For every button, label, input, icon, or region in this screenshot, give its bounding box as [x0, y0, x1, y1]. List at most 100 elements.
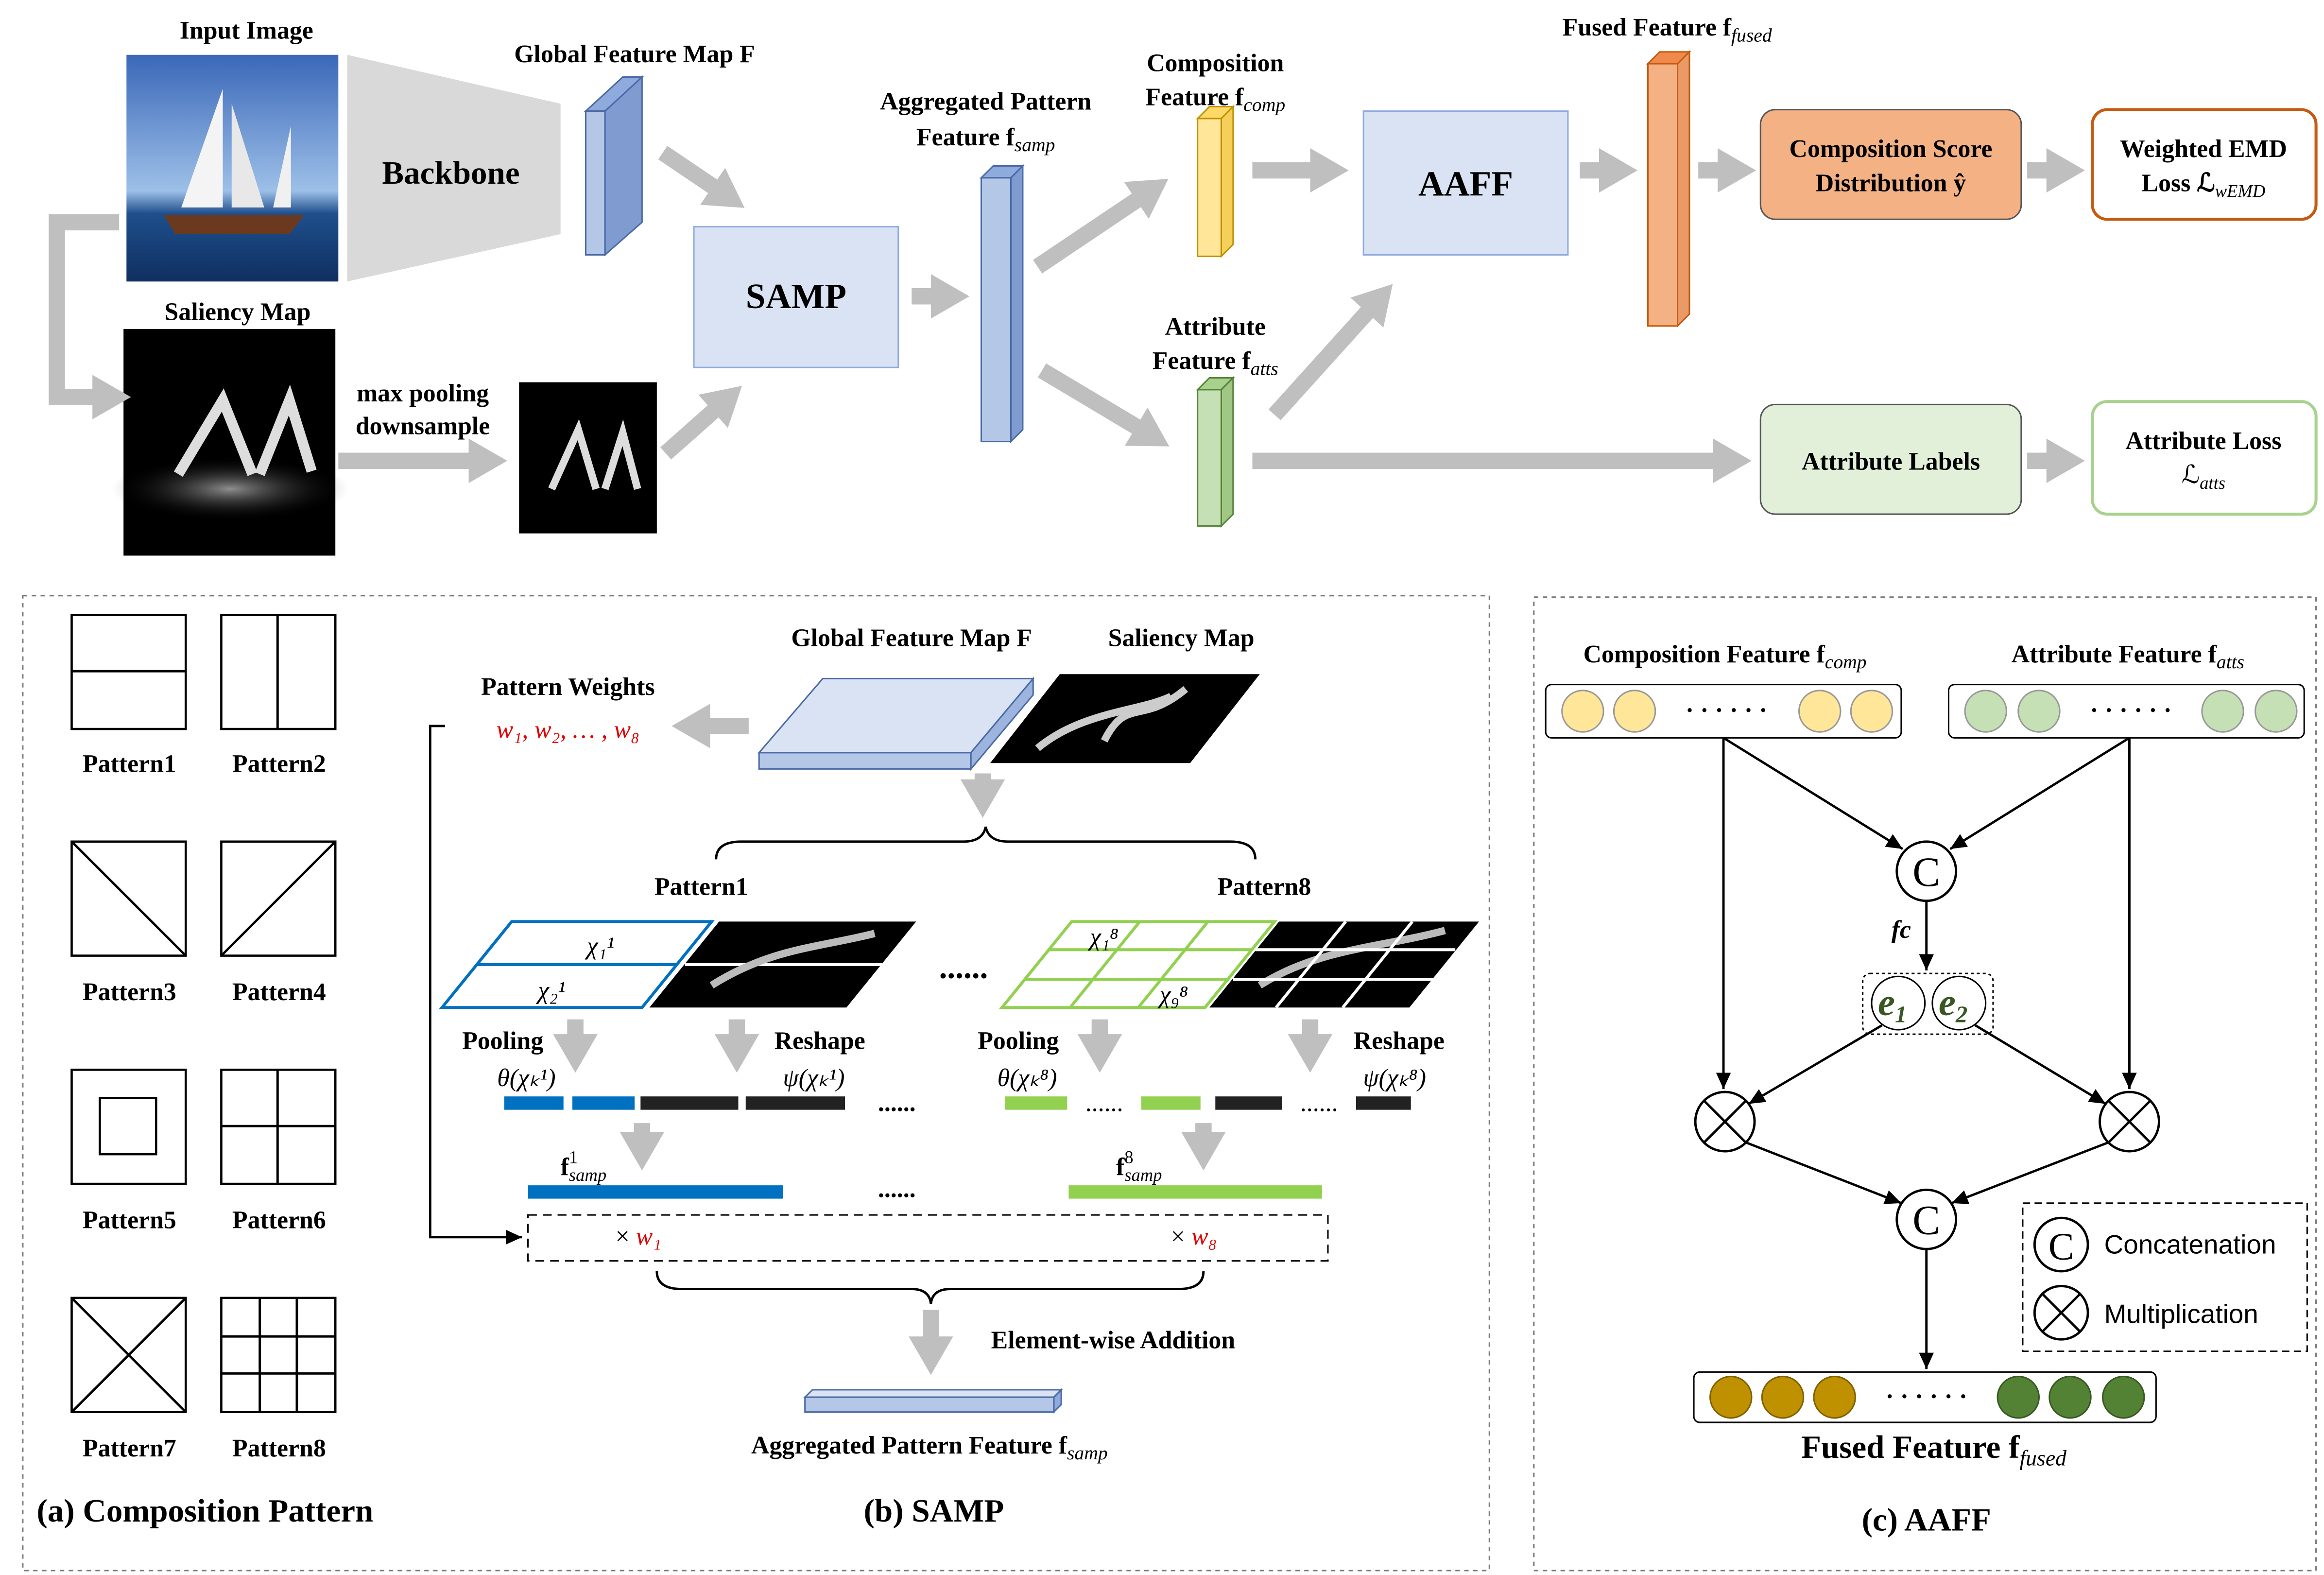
fc-label: fc: [1892, 916, 1911, 944]
reshape-label-8: Reshape: [1354, 1027, 1445, 1055]
weighted-emd-label-2: Loss ℒwEMD: [2142, 169, 2266, 201]
attribute-feature-vector: [1947, 684, 2305, 739]
edge: [1975, 1024, 2106, 1105]
pattern-label: Pattern4: [232, 978, 326, 1006]
attribute-feature-label-2: Feature fatts: [1153, 347, 1278, 379]
legend-concat-symbol: C: [2049, 1226, 2074, 1268]
pattern8-feature-vectors: [1005, 1096, 1411, 1110]
pattern-label: Pattern8: [232, 1435, 326, 1462]
composition-score-box: [1759, 109, 2022, 220]
reshape-label-1: Reshape: [775, 1027, 865, 1055]
e1-label: e1: [1878, 981, 1907, 1028]
aggregated-label-1: Aggregated Pattern: [880, 88, 1091, 116]
panel-a-caption: (a) Composition Pattern: [36, 1492, 373, 1529]
aaff-label: AAFF: [1418, 164, 1513, 203]
downsampled-saliency-image: [519, 382, 657, 534]
legend-concat-icon: [2033, 1216, 2089, 1273]
pattern3-icon: [70, 840, 187, 957]
aggregated-feature-bar: [979, 164, 1025, 444]
composition-score-label-2: Distribution ŷ: [1816, 169, 1966, 197]
pattern-label: Pattern7: [83, 1435, 176, 1462]
brace-top: [715, 826, 1257, 860]
e2-node: [1931, 975, 1987, 1031]
global-feature-map-slab: [584, 75, 644, 257]
pattern-label: Pattern3: [83, 978, 176, 1006]
attribute-loss-box: [2091, 400, 2318, 516]
arrow-to-comp: [1033, 179, 1169, 274]
panel-ab-frame: [22, 595, 1490, 1572]
theta-8: θ(χₖ⁸): [998, 1064, 1057, 1092]
pattern8-icon: [220, 1297, 337, 1413]
attribute-labels-box: [1759, 403, 2022, 515]
pooling-label-8: Pooling: [978, 1027, 1059, 1055]
global-feature-map-slab: [757, 676, 1035, 771]
composition-feature-label: Composition Feature fcomp: [1584, 640, 1867, 673]
arrow-to-atts: [1037, 363, 1170, 447]
pattern1-saliency: [649, 921, 916, 1008]
pattern-label: Pattern1: [83, 750, 176, 778]
weighted-emd-label-1: Weighted EMD: [2120, 135, 2287, 163]
chi-2-1: χ₂¹: [535, 977, 565, 1004]
backbone-block: [347, 54, 561, 282]
arrow-saliency-to-samp: [660, 385, 742, 460]
composition-ellipsis: · · · · · ·: [1686, 697, 1768, 725]
pattern4-icon: [220, 840, 337, 957]
times-w8: × w₈: [1171, 1223, 1217, 1250]
max-pooling-label: max pooling: [357, 380, 489, 407]
pattern-weights-label: Pattern Weights: [481, 673, 654, 701]
edge: [1722, 737, 1904, 850]
pooling-label-1: Pooling: [462, 1027, 543, 1055]
weighted-emd-loss-box: [2091, 108, 2318, 221]
arrow-atts-to-aaff: [1268, 284, 1393, 420]
f-samp-8-bar: [1068, 1185, 1322, 1199]
pattern5-icon: [70, 1069, 187, 1185]
vector-ellipsis: ......: [1085, 1090, 1123, 1117]
panel-b-samp: Global Feature Map F Saliency Map Patter…: [429, 624, 1479, 1529]
composition-score-label-1: Composition Score: [1790, 135, 1993, 163]
fused-feature-vector: [1693, 1371, 2157, 1423]
theta-1: θ(χₖ¹): [497, 1064, 555, 1092]
f-samp-1-bar: [528, 1185, 783, 1199]
brace-bottom: [655, 1271, 1205, 1304]
aggregated-feature-label: Aggregated Pattern Feature fsamp: [751, 1432, 1108, 1464]
fused-feature-bar: [1646, 50, 1691, 328]
fused-feature-label: Fused Feature ffused: [1563, 14, 1772, 46]
top-pipeline: Input Image Backbone Global Feature Map …: [49, 14, 2318, 556]
saliency-map-image: [111, 329, 349, 556]
pattern-weights-values: w₁, w₂, … , w₈: [497, 716, 640, 744]
global-feature-map-label: Global Feature Map F: [791, 624, 1032, 652]
attribute-loss-label-1: Attribute Loss: [2125, 427, 2281, 455]
saliency-map-parallelogram: [990, 674, 1260, 763]
legend-multiply-icon: [2033, 1285, 2089, 1341]
downsample-label: downsample: [356, 412, 490, 440]
e1-node: [1871, 975, 1926, 1031]
concat-symbol: C: [1912, 849, 1940, 895]
panel-c-caption: (c) AAFF: [1862, 1502, 1991, 1538]
attention-weights-box: [1862, 972, 1994, 1035]
edge: [1951, 1141, 2109, 1204]
global-feature-map-label: Global Feature Map F: [514, 40, 755, 68]
composition-feature-label-1: Composition: [1147, 49, 1284, 77]
legend-concat-label: Concatenation: [2104, 1229, 2276, 1259]
pattern1-feature-vectors: [504, 1096, 845, 1110]
arrow-feature-to-samp: [658, 146, 745, 208]
panel-a-composition-patterns: Pattern1 Pattern2 Pattern3 Pattern4 Patt…: [36, 614, 373, 1529]
saliency-map-label: Saliency Map: [165, 298, 311, 326]
composition-feature-bar: [1195, 104, 1235, 259]
weights-connector-line: [429, 725, 522, 1245]
edge: [1745, 1141, 1902, 1204]
pattern-ellipsis: ......: [939, 949, 988, 985]
fsamp-ellipsis: ......: [878, 1176, 916, 1203]
input-image-label: Input Image: [180, 17, 313, 44]
times-w1: × w₁: [615, 1223, 661, 1250]
pattern1-grid: [439, 920, 715, 1009]
panel-b-caption: (b) SAMP: [864, 1492, 1004, 1529]
weighting-box: [527, 1214, 1329, 1262]
pattern7-icon: [70, 1297, 187, 1413]
aggregated-label-2: Feature fsamp: [916, 123, 1055, 156]
fused-feature-label: Fused Feature ffused: [1801, 1429, 2066, 1470]
panel-c-frame: [1533, 596, 2317, 1572]
pattern-label: Pattern5: [83, 1207, 176, 1234]
